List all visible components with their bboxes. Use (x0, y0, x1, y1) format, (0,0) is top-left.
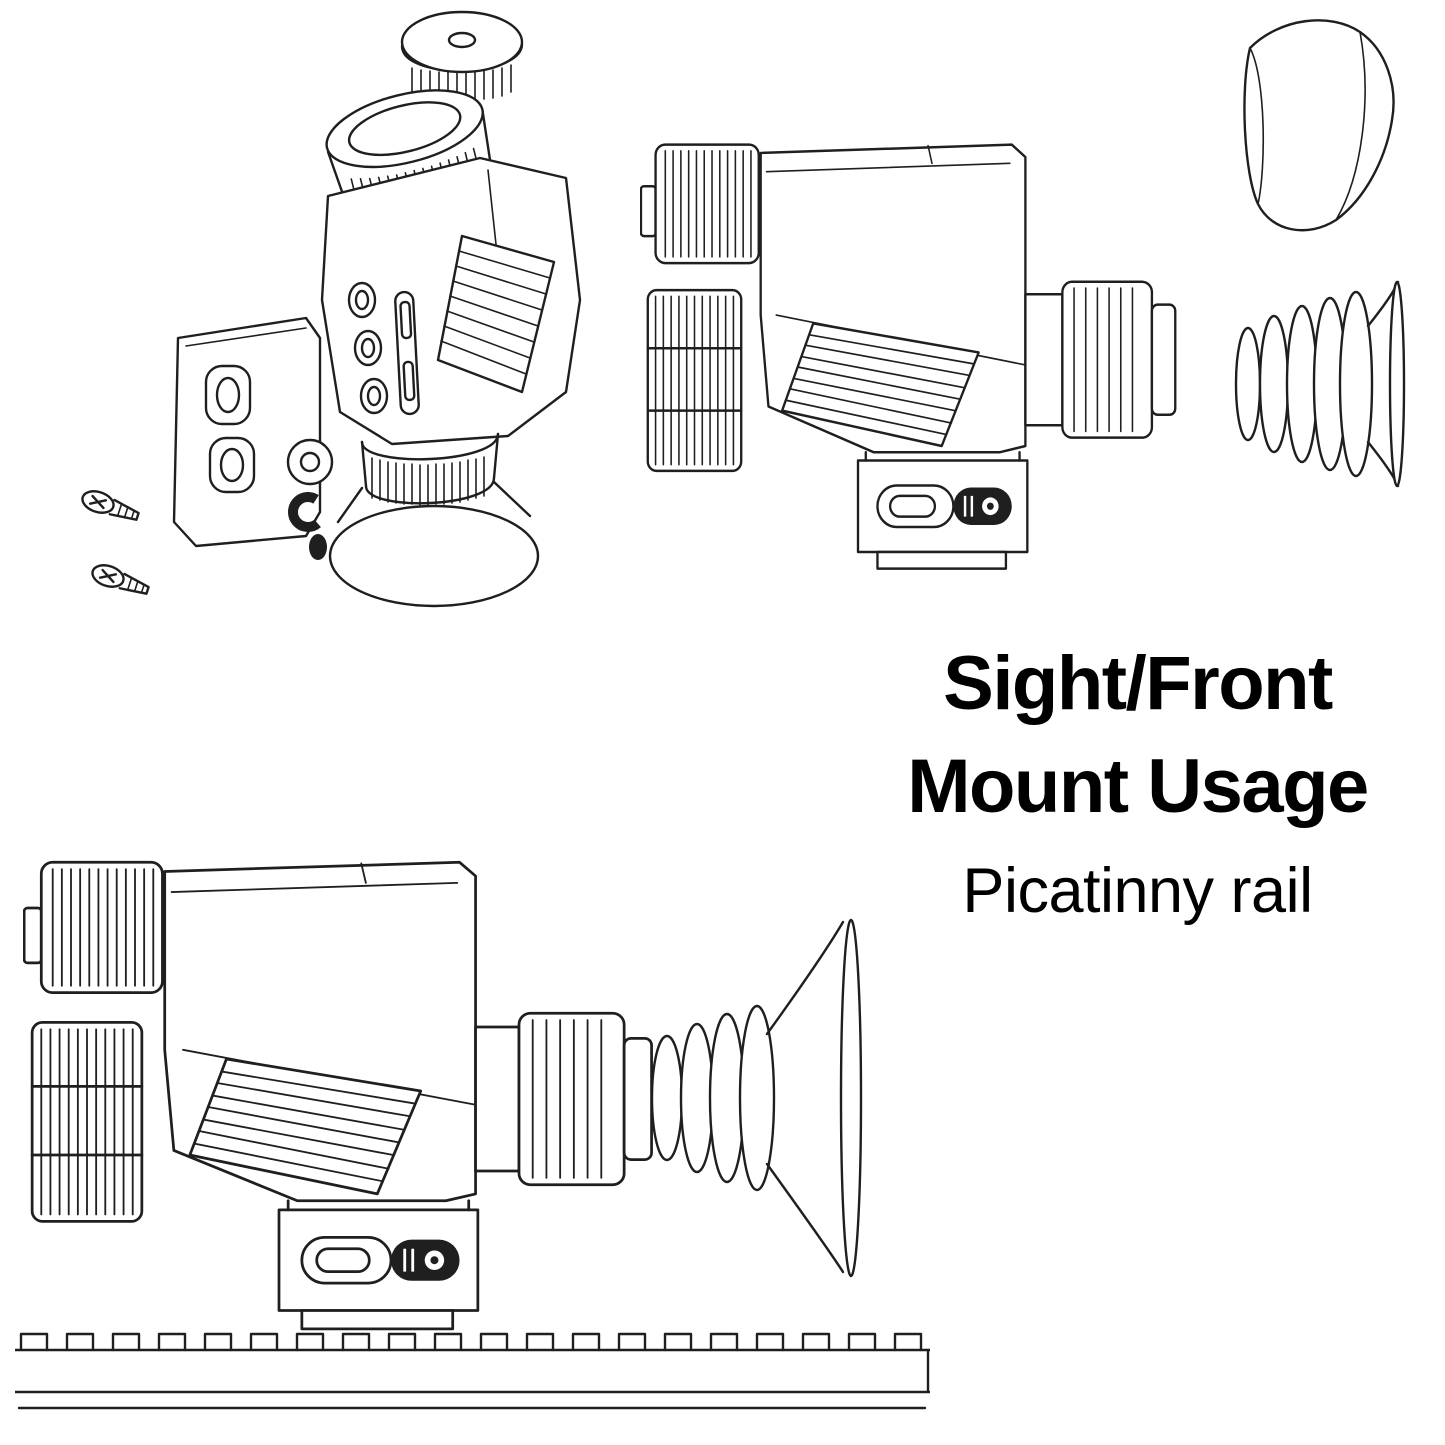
eyepiece-ring (328, 432, 540, 608)
side-view-figure (640, 128, 1185, 606)
clamp-lever (288, 492, 328, 560)
sight-device (23, 860, 654, 1331)
mounted-view-figure (15, 860, 930, 1410)
buttons (347, 281, 389, 415)
front-mount-bracket (172, 316, 334, 560)
mount-screw-2 (88, 560, 153, 600)
louver-vent (436, 234, 556, 394)
caption-subtitle: Picatinny rail (962, 855, 1313, 926)
caption-block: Sight/Front Mount Usage Picatinny rail (850, 632, 1425, 927)
exploded-view-figure (78, 10, 582, 608)
bellows-eyepiece-figure (1234, 280, 1406, 488)
caption-title-line1: Sight/Front (943, 641, 1333, 726)
caption-title-line2: Mount Usage (907, 744, 1369, 830)
mount-screw-1 (78, 486, 143, 526)
top-dial (400, 10, 524, 102)
eyecup-figure (1243, 19, 1395, 232)
side-slot (394, 290, 420, 416)
eyecup-bell (328, 504, 540, 608)
monocular-body (320, 156, 582, 446)
bellows-eyepiece-attached (650, 918, 863, 1278)
picatinny-rail (15, 1332, 930, 1410)
